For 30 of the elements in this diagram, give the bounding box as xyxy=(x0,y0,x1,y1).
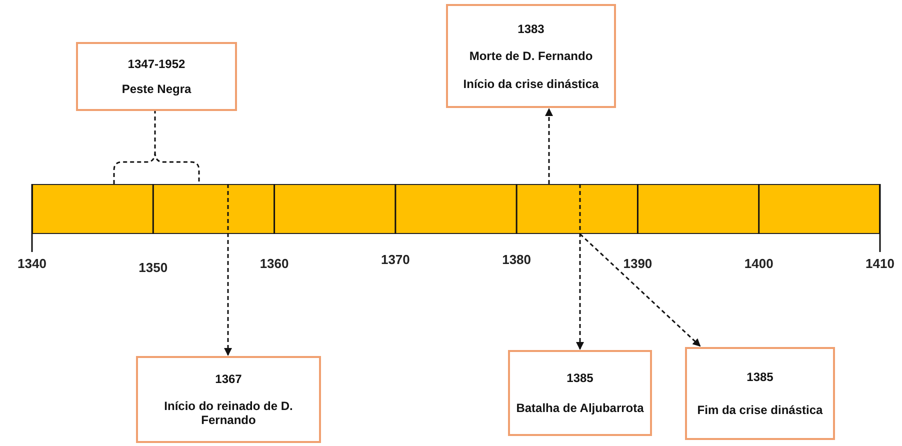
event-box xyxy=(446,4,616,108)
year-label: 1340 xyxy=(18,256,46,271)
event-box xyxy=(136,356,321,443)
year-label: 1360 xyxy=(260,256,289,271)
event-date: 1347-1952 xyxy=(128,57,186,71)
event-text: Peste Negra xyxy=(122,82,192,96)
timeline-bar xyxy=(32,184,880,234)
arrow xyxy=(224,184,232,356)
arrow xyxy=(576,184,584,350)
year-label: 1410 xyxy=(866,256,894,271)
event-date: 1385 xyxy=(566,370,594,385)
event-date: 1385 xyxy=(746,370,774,384)
event-text: Fim da crise dinástica xyxy=(697,403,823,417)
arrow xyxy=(579,233,701,347)
event-box xyxy=(508,350,652,436)
year-label: 1370 xyxy=(380,252,410,267)
year-label: 1400 xyxy=(744,256,774,271)
event-box xyxy=(76,42,237,111)
event-text: Início da crise dinástica xyxy=(463,76,599,90)
year-label: 1380 xyxy=(502,252,532,267)
arrow xyxy=(545,108,553,184)
event-date: 1367 xyxy=(215,372,242,386)
event-box xyxy=(685,347,835,440)
year-label: 1390 xyxy=(623,256,652,271)
event-date: 1383 xyxy=(518,22,544,36)
bracket xyxy=(113,110,200,185)
event-text: Morte de D. Fernando xyxy=(469,49,593,63)
year-label: 1350 xyxy=(138,260,168,275)
event-text: Início do reinado de D. Fernando xyxy=(163,398,294,427)
event-text: Batalha de Aljubarrota xyxy=(516,401,644,416)
